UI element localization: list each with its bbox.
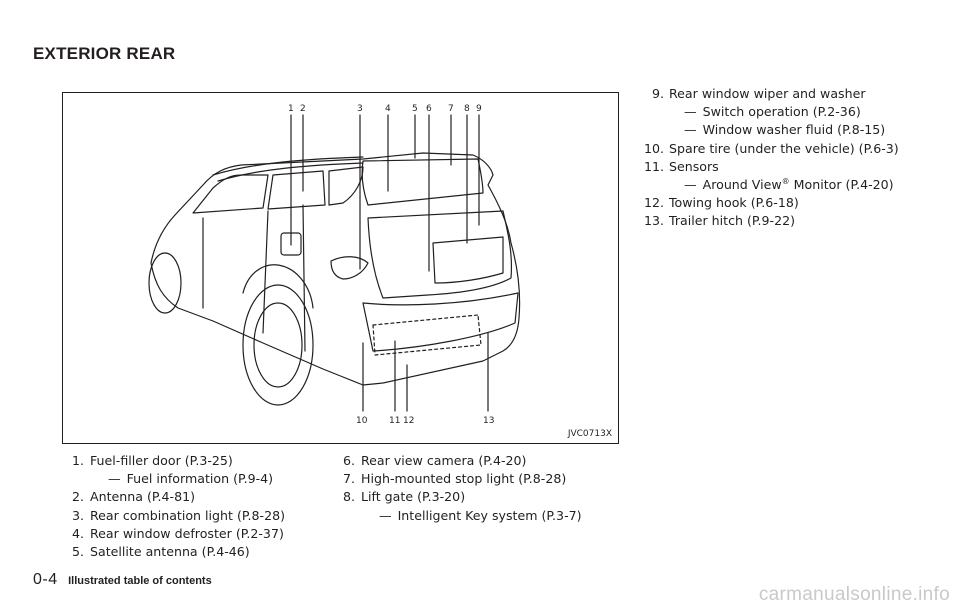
item-text: Rear window defroster (P.2-37) <box>90 525 284 541</box>
item-text: Towing hook (P.6-18) <box>669 195 799 211</box>
section-title: EXTERIOR REAR <box>33 44 176 63</box>
item-number: 6. <box>342 453 355 468</box>
item-text: Fuel-filler door (P.3-25) <box>90 453 233 468</box>
callout-label: 2 <box>300 104 306 114</box>
side-window-rear <box>267 170 326 210</box>
list-item: 6. Rear view camera (P.4-20) <box>333 452 582 470</box>
item-list-right: 9. Rear window wiper and washer —Switch op… <box>632 85 899 231</box>
vehicle-rear-illustration: 1 2 3 4 5 6 7 8 9 10 11 12 13 JVC0713X <box>62 92 619 444</box>
rear-window <box>361 158 484 206</box>
list-item: 9. Rear window wiper and washer <box>632 85 899 103</box>
roof-rail <box>212 156 364 176</box>
callout-label: 4 <box>385 104 391 114</box>
list-item: 12. Towing hook (P.6-18) <box>632 194 899 212</box>
list-item: 7. High-mounted stop light (P.8-28) <box>333 470 582 488</box>
rear-wheel <box>242 284 314 406</box>
item-number: 7. <box>342 471 355 487</box>
callout-label: 11 <box>389 416 400 426</box>
list-item: 3. Rear combination light (P.8-28) <box>62 507 285 525</box>
item-number: 3. <box>71 507 84 523</box>
list-subitem: —Around View® Monitor (P.4-20) <box>684 176 894 193</box>
callout-label: 3 <box>357 104 363 114</box>
item-text: Rear view camera (P.4-20) <box>361 453 527 468</box>
list-subitem: —Window washer fluid (P.8-15) <box>684 122 886 138</box>
item-text: Rear window wiper and washer <box>669 86 866 101</box>
callout-label: 9 <box>476 104 482 114</box>
lift-gate <box>367 210 513 299</box>
license-plate-area <box>432 236 504 284</box>
item-number: 8. <box>342 489 355 505</box>
item-number: 4. <box>71 525 84 541</box>
list-item: 4. Rear window defroster (P.2-37) <box>62 525 285 543</box>
list-item: 2. Antenna (P.4-81) <box>62 488 285 506</box>
list-item: 10. Spare tire (under the vehicle) (P.6-3… <box>632 140 899 158</box>
list-item: 13. Trailer hitch (P.9-22) <box>632 212 899 230</box>
page-footer: 0-4 Illustrated table of contents <box>33 571 212 589</box>
item-number: 2. <box>71 489 84 505</box>
item-text: Sensors <box>669 158 719 174</box>
callout-label: 6 <box>426 104 432 114</box>
callout-label: 1 <box>288 104 294 114</box>
item-text: Lift gate (P.3-20) <box>361 489 466 505</box>
figure-code: JVC0713X <box>567 429 612 439</box>
rear-combination-light <box>330 256 369 280</box>
footer-text: Illustrated table of contents <box>68 575 212 587</box>
item-list-left: 1. Fuel-filler door (P.3-25) —Fuel informa… <box>62 452 285 561</box>
list-item: 1. Fuel-filler door (P.3-25) <box>62 452 285 470</box>
callout-label: 10 <box>356 416 368 426</box>
item-number: 13. <box>643 213 664 229</box>
list-subitem: —Intelligent Key system (P.3-7) <box>379 507 582 523</box>
callout-label: 8 <box>464 104 470 114</box>
list-subitem: —Fuel information (P.9-4) <box>108 471 274 487</box>
list-subitem: —Switch operation (P.2-36) <box>684 104 861 120</box>
item-text: Satellite antenna (P.4-46) <box>90 544 250 560</box>
item-number: 9. <box>651 86 664 101</box>
side-window-front <box>192 174 269 214</box>
item-text: High-mounted stop light (P.8-28) <box>361 471 567 487</box>
item-text: Trailer hitch (P.9-22) <box>669 213 796 229</box>
item-list-middle: 6. Rear view camera (P.4-20) 7. High-mounte… <box>333 452 582 525</box>
body-outline <box>150 152 521 386</box>
item-text: Rear combination light (P.8-28) <box>90 507 286 523</box>
item-number: 1. <box>71 453 84 468</box>
item-text: Spare tire (under the vehicle) (P.6-3) <box>669 140 899 156</box>
item-number: 10. <box>643 140 664 156</box>
callout-label: 12 <box>403 416 414 426</box>
page-number: 0-4 <box>33 571 58 588</box>
list-item: 8. Lift gate (P.3-20) <box>333 488 582 506</box>
list-item: 5. Satellite antenna (P.4-46) <box>62 543 285 561</box>
list-item: 11. Sensors <box>632 158 899 176</box>
sensor-zone <box>372 314 482 356</box>
watermark: carmanualsonline.info <box>758 584 950 605</box>
item-number: 5. <box>71 544 84 560</box>
item-text: Antenna (P.4-81) <box>90 489 196 505</box>
item-number: 11. <box>643 158 664 174</box>
item-number: 12. <box>643 195 664 211</box>
callout-label: 13 <box>483 416 494 426</box>
front-wheel <box>148 252 182 314</box>
callout-label: 7 <box>448 104 454 114</box>
rear-bumper <box>362 292 519 352</box>
car-drawing: 1 2 3 4 5 6 7 8 9 10 11 12 13 <box>148 104 521 426</box>
callout-label: 5 <box>412 104 418 114</box>
